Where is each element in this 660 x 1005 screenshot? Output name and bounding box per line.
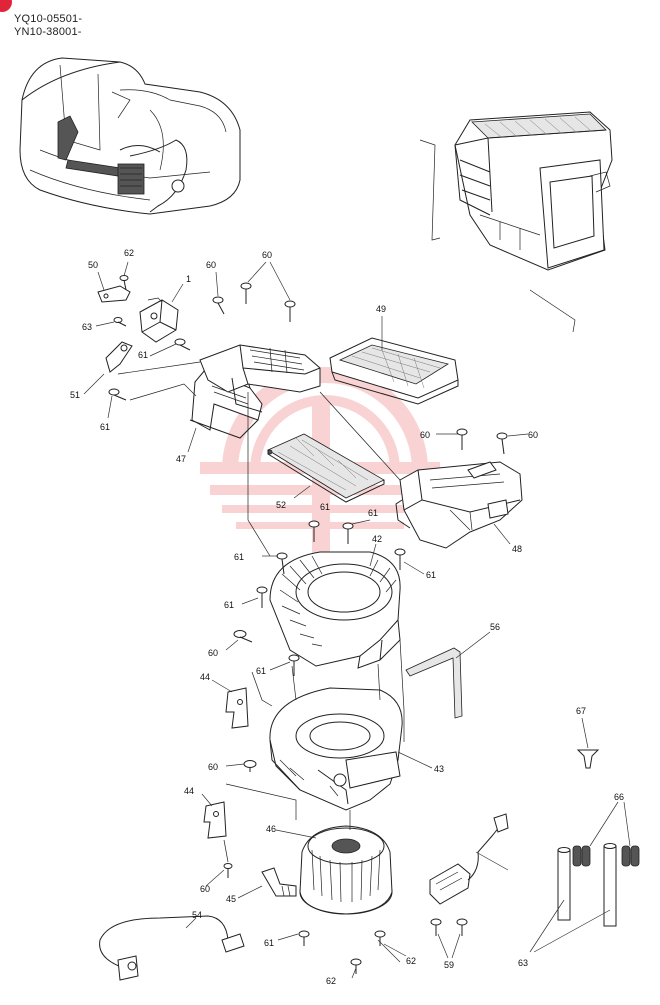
screw-61-i [288,654,300,676]
callout-44-lower: 44 [184,786,194,796]
screw-59-b [456,918,468,936]
callout-61-case-bottom: 61 [256,666,266,676]
callout-68: 67 [576,706,586,716]
callout-62-right: 62 [406,956,416,966]
screw-62-a [298,930,310,946]
screw-60-c [456,428,468,450]
screw-61-c [108,388,127,401]
part-1-actuator [139,297,179,343]
screw-62-c [350,958,362,974]
callout-62-left: 61 [264,938,274,948]
screw-fasteners [108,275,508,974]
part-54-harness [99,915,245,981]
screw-60-d [496,432,508,455]
part-52-filter [267,433,385,503]
callout-45: 45 [226,894,236,904]
upper-duct-housing [199,344,321,413]
screw-61-g [394,548,406,570]
callout-61-case-left: 61 [234,552,244,562]
watermark-logo [200,367,440,570]
callout-48: 48 [512,544,522,554]
callout-52: 52 [276,500,286,510]
part-46-blower-motor [299,825,393,915]
callout-62-bottom: 62 [326,976,336,986]
part-51-link [105,341,133,373]
screw-59-a [430,918,442,936]
callout-60-case: 60 [208,648,218,658]
part-68-clip [576,749,600,769]
part-50-clip [97,285,131,303]
callout-61-case-right: 61 [426,570,436,580]
callout-63-top: 62 [124,248,134,258]
callout-47: 47 [176,454,186,464]
screw-60-b [284,300,296,322]
part-41-resistor [429,813,509,905]
callout-61-case-lower: 61 [224,600,234,610]
assembled-heater-unit [419,111,613,333]
callout-51: 51 [70,390,80,400]
callout-1: 1 [186,274,191,284]
callout-56: 56 [490,622,500,632]
callout-42: 42 [372,534,382,544]
callout-60-top: 60 [262,250,272,260]
screw-60-e [233,630,253,643]
part-42-upper-fan-case [269,551,401,669]
part-44-bracket-upper [225,687,249,729]
serial-range-1: YQ10-05501- [14,13,83,25]
serial-range-2: YN10-38001- [14,26,82,38]
leader-lines [83,261,631,979]
screw-61-d [308,520,320,542]
callout-63-left: 63 [82,322,92,332]
screw-61-a [212,296,225,315]
corner-badge [0,0,12,12]
machine-overview-illustration [19,57,241,215]
screw-60-g [223,863,233,878]
part-66-tubes [557,843,617,927]
callout-44-upper: 44 [200,672,210,682]
screw-61-h [256,586,268,608]
screw-61-e [342,522,354,544]
part-43-lower-fan-case [269,687,403,811]
part-44-bracket-lower [203,801,227,839]
callout-61-center-b: 61 [368,508,378,518]
callout-54: 54 [192,910,202,920]
callout-61-left: 61 [138,350,148,360]
callout-60-bottom: 60 [200,884,210,894]
callout-numbers: 1 42 43 44 44 45 46 47 48 49 50 51 52 54… [70,248,624,986]
screw-63-b [113,317,127,327]
part-67-grommets [572,845,640,867]
callout-46: 46 [266,824,276,834]
part-49-filter-cover [329,337,459,405]
part-56-seal [405,647,463,719]
callout-49: 49 [376,304,386,314]
part-45-hose [261,867,297,897]
screw-62-b [374,930,386,946]
screw-60-f [243,760,257,772]
callout-61-lower-left: 61 [100,422,110,432]
callout-67: 66 [614,792,624,802]
callout-61-top: 60 [206,260,216,270]
screw-61-b [174,338,191,351]
callout-61-center-a: 61 [320,502,330,512]
callout-60-filter-left: 60 [420,430,430,440]
callout-59: 59 [444,960,454,970]
screw-60-a [240,282,252,304]
part-48-rear-housing [395,461,523,549]
callout-50: 50 [88,260,98,270]
callout-43: 43 [434,764,444,774]
callout-60-filter-right: 60 [528,430,538,440]
callout-66: 63 [518,958,528,968]
callout-60-bracket: 60 [208,762,218,772]
